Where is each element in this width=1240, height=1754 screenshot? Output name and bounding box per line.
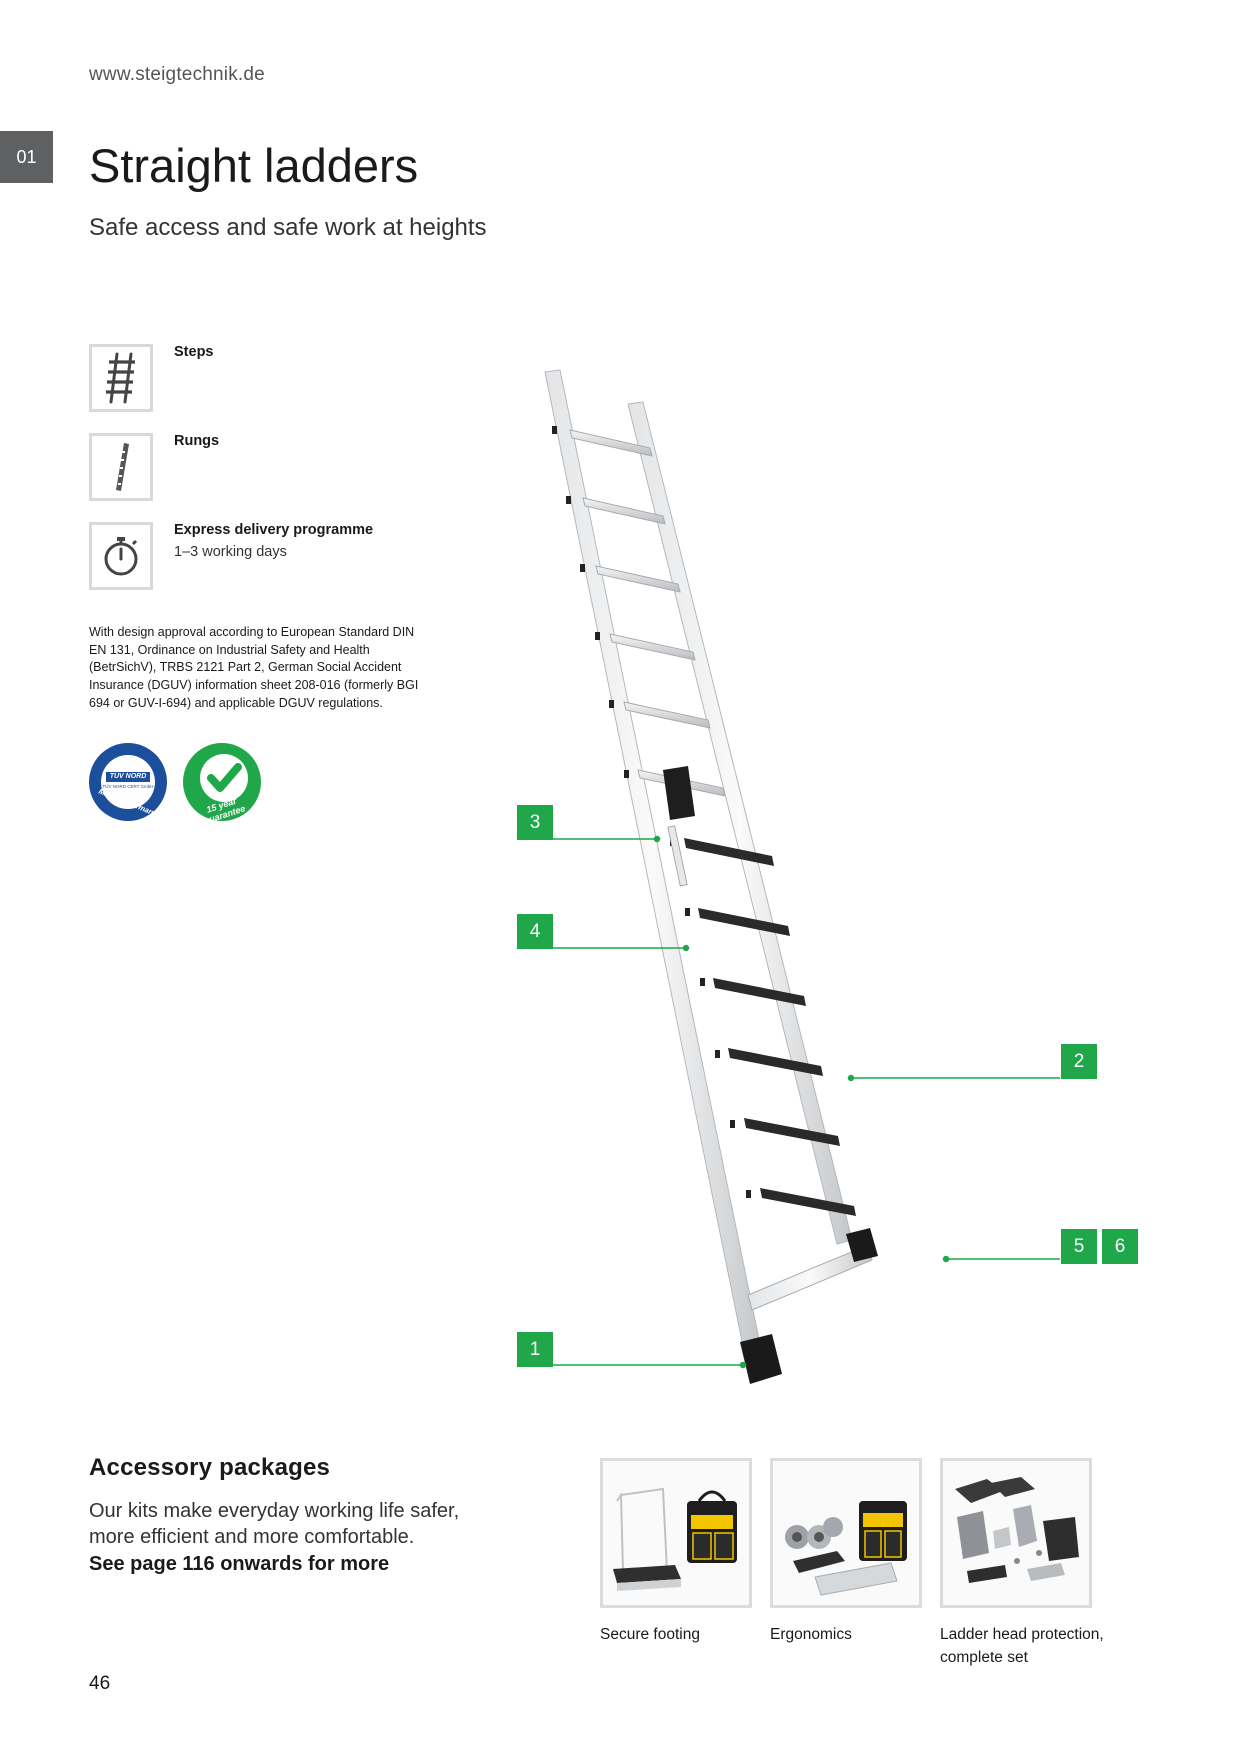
page-number: 46 bbox=[89, 1673, 111, 1694]
page-subtitle: Safe access and safe work at heights bbox=[89, 214, 487, 241]
website-url[interactable]: www.steigtechnik.de bbox=[89, 64, 265, 85]
kit-ergonomics-image[interactable] bbox=[770, 1458, 922, 1608]
feature-steps: Steps bbox=[89, 344, 509, 416]
tuv-brand: TÜV NORD bbox=[109, 773, 147, 780]
callout-6: 6 bbox=[1102, 1229, 1138, 1264]
ladder-illustration bbox=[544, 369, 878, 1384]
callout-4: 4 bbox=[517, 914, 553, 949]
feature-title: Rungs bbox=[174, 433, 220, 449]
kit-label: Ergonomics bbox=[770, 1626, 852, 1643]
guarantee-badge: 15 year guarantee bbox=[182, 742, 262, 826]
stopwatch-icon bbox=[89, 522, 153, 590]
callout-2: 2 bbox=[1061, 1044, 1097, 1079]
accessories-text-line: Our kits make everyday working life safe… bbox=[89, 1500, 460, 1522]
feature-title: Express delivery programme bbox=[174, 522, 374, 538]
feature-rungs: Rungs bbox=[89, 433, 509, 505]
callout-5: 5 bbox=[1061, 1229, 1097, 1264]
feature-title: Steps bbox=[174, 344, 214, 360]
rungs-ladder-icon bbox=[89, 433, 153, 501]
kit-label: Ladder head protection, complete set bbox=[940, 1623, 1104, 1669]
approval-text: With design approval according to Europe… bbox=[89, 625, 419, 710]
callout-1: 1 bbox=[517, 1332, 553, 1367]
feature-subtitle: 1–3 working days bbox=[174, 544, 287, 560]
tuv-cert: TÜV NORD CERT GmbH bbox=[102, 784, 154, 789]
chapter-tab: 01 bbox=[0, 131, 53, 183]
accessories-title: Accessory packages bbox=[89, 1454, 331, 1481]
feature-express-delivery: Express delivery programme 1–3 working d… bbox=[89, 522, 509, 594]
kit-label: Secure footing bbox=[600, 1626, 700, 1643]
callout-3: 3 bbox=[517, 805, 553, 840]
kit-ladder-head-protection-image[interactable] bbox=[940, 1458, 1092, 1608]
accessories-text-line: more efficient and more comfortable. bbox=[89, 1526, 415, 1548]
see-page-link[interactable]: See page 116 onwards for more bbox=[89, 1553, 390, 1575]
kit-label-line: Ladder head protection, bbox=[940, 1626, 1104, 1643]
page-title: Straight ladders bbox=[89, 139, 419, 192]
steps-ladder-icon bbox=[89, 344, 153, 412]
tuv-nord-badge: TÜV NORD TÜV NORD CERT GmbH Made in Germ… bbox=[88, 742, 168, 822]
kit-secure-footing-image[interactable] bbox=[600, 1458, 752, 1608]
kit-label-line: complete set bbox=[940, 1649, 1028, 1666]
